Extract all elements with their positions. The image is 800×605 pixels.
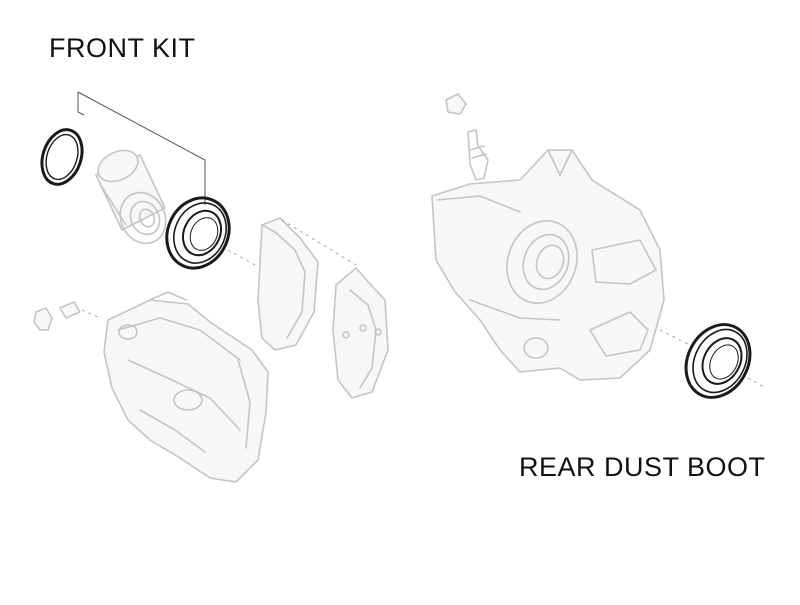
front-seal-ring-icon [40,128,84,186]
front-dust-boot-icon [165,196,256,270]
front-bleed-screw-icon [33,301,101,331]
front-caliper-icon [103,291,269,483]
front-brake-pad-icon [257,217,389,399]
front-piston-icon [95,149,167,245]
rear-caliper-icon [431,149,665,381]
rear-bleed-screw-icon [445,93,491,197]
rear-dust-boot-label: REAR DUST BOOT [519,452,766,482]
rear-dust-boot-icon [659,323,767,399]
front-kit-bracket [77,91,206,205]
front-kit-label: FRONT KIT [49,33,196,63]
